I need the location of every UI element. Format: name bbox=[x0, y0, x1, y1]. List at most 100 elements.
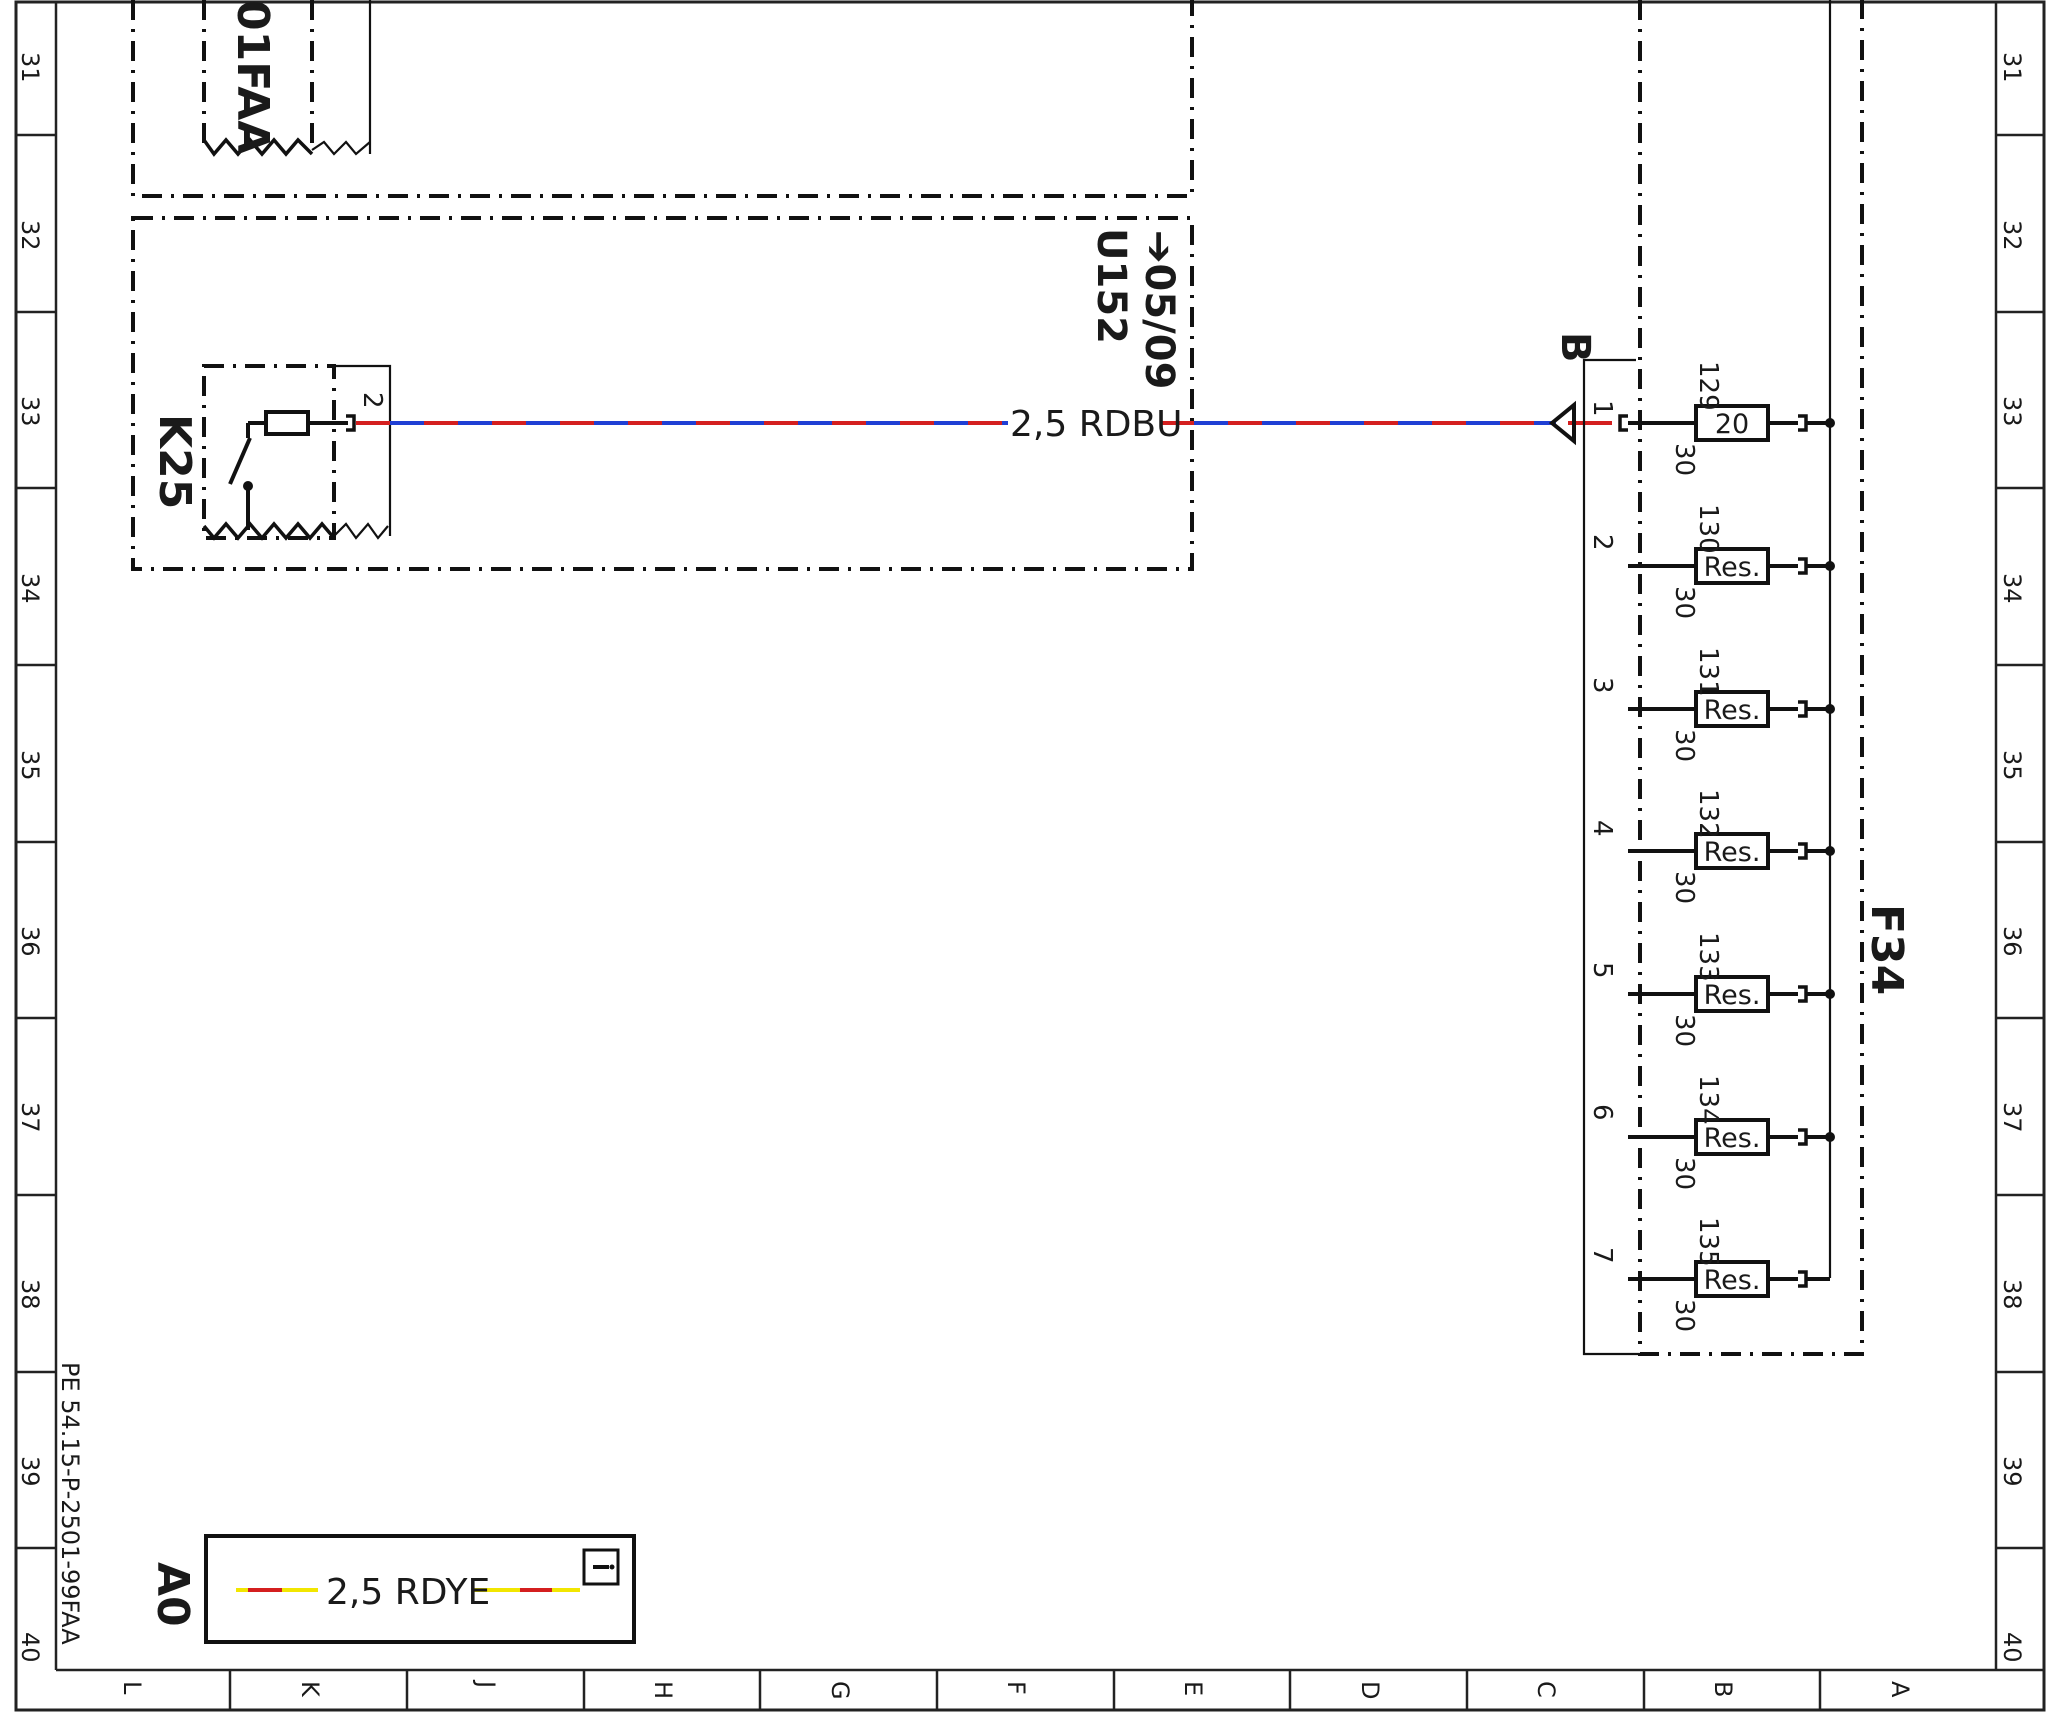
row-label-right: 34 bbox=[1998, 573, 2026, 604]
connector-b: B 1 2 3 4 5 6 7 bbox=[1548, 332, 1640, 1356]
connector-pin-label: 7 bbox=[1587, 1247, 1617, 1264]
fuse-terminal-label: 30 bbox=[1669, 871, 1699, 904]
fuse-number: 129 bbox=[1693, 361, 1723, 411]
fuse-terminal-label: 30 bbox=[1669, 729, 1699, 762]
row-label-left: 36 bbox=[16, 926, 44, 957]
wire-rdbu: 2,5 RDBU bbox=[356, 404, 1612, 445]
column-label: J bbox=[472, 1679, 500, 1688]
row-label-right: 37 bbox=[1998, 1102, 2026, 1133]
legend-wire-label: 2,5 RDYE bbox=[326, 1572, 490, 1613]
fuse-terminal-label: 30 bbox=[1669, 443, 1699, 476]
document-id: PE 54.15-P-2501-99FAA bbox=[56, 1362, 84, 1645]
info-icon-dot bbox=[609, 1564, 615, 1570]
fuse-value: 20 bbox=[1715, 409, 1749, 440]
upper-partial-component: 01FAA bbox=[131, 0, 1194, 198]
fuse-terminal bbox=[1798, 1128, 1808, 1146]
fuse-terminal-label: 30 bbox=[1669, 1157, 1699, 1190]
column-label: C bbox=[1532, 1681, 1560, 1698]
fuse-value: Res. bbox=[1704, 1265, 1761, 1296]
connector-pin-label: 5 bbox=[1587, 962, 1617, 979]
bus-junction-dot bbox=[1825, 704, 1835, 714]
fuse-value: Res. bbox=[1704, 980, 1761, 1011]
legend-box bbox=[204, 1534, 636, 1644]
fuse-icon bbox=[1694, 1118, 1770, 1156]
upper-module-outline bbox=[131, 0, 1194, 198]
connector-pin-label: 1 bbox=[1587, 400, 1617, 417]
fuse-number: 133 bbox=[1693, 932, 1723, 982]
relay-k25: 2 K25 bbox=[149, 364, 392, 541]
connector-pin-label: 2 bbox=[1587, 534, 1617, 551]
relay-pin-terminal bbox=[346, 414, 356, 432]
relay-switch-contact-icon bbox=[228, 437, 252, 485]
fuse-block-id: F34 bbox=[1861, 904, 1912, 995]
connector-pin-label: 4 bbox=[1587, 820, 1617, 837]
sheet-frame bbox=[14, 0, 2046, 1712]
row-label-left: 37 bbox=[16, 1102, 44, 1133]
fuse-number: 130 bbox=[1693, 504, 1723, 554]
fuse-value: Res. bbox=[1704, 695, 1761, 726]
bus-junction-dot bbox=[1825, 989, 1835, 999]
upper-break-zigzag-thin bbox=[311, 140, 371, 156]
fuse-icon bbox=[1694, 690, 1770, 728]
column-label: H bbox=[649, 1681, 677, 1699]
column-label: A bbox=[1886, 1681, 1914, 1698]
row-label-left: 40 bbox=[16, 1632, 44, 1663]
row-label-right: 32 bbox=[1998, 220, 2026, 251]
relay-break-zigzag-thin bbox=[333, 522, 389, 540]
legend-a0: 2,5 RDYE A0 bbox=[147, 1534, 636, 1644]
fuse-value: Res. bbox=[1704, 552, 1761, 583]
relay-k25-outline bbox=[202, 364, 336, 540]
fuse-row: Res.133 30 bbox=[1628, 932, 1835, 1047]
fuse-terminal bbox=[1798, 842, 1808, 860]
fuse-terminal bbox=[1798, 557, 1808, 575]
row-label-left: 32 bbox=[16, 220, 44, 251]
bus-junction-dot bbox=[1825, 846, 1835, 856]
upper-component-label: 01FAA bbox=[227, 0, 278, 154]
row-label-left: 34 bbox=[16, 573, 44, 604]
row-label-left: 38 bbox=[16, 1279, 44, 1310]
fuse-terminal bbox=[1798, 1270, 1808, 1288]
row-label-right: 40 bbox=[1998, 1632, 2026, 1663]
relay-coil-icon bbox=[264, 410, 310, 436]
module-component-label: U152 bbox=[1088, 228, 1134, 344]
module-u152-outline bbox=[131, 216, 1194, 571]
fuse-terminal bbox=[1798, 414, 1808, 432]
row-label-right: 35 bbox=[1998, 750, 2026, 781]
column-label: E bbox=[1179, 1681, 1207, 1696]
bus-junction-dot bbox=[1825, 561, 1835, 571]
fuse-block-outline bbox=[1638, 0, 1864, 1356]
connector-pin-label: 3 bbox=[1587, 677, 1617, 694]
row-label-right: 36 bbox=[1998, 926, 2026, 957]
fuse-terminal-label: 30 bbox=[1669, 1014, 1699, 1047]
fuse-value: Res. bbox=[1704, 1123, 1761, 1154]
row-label-left: 31 bbox=[16, 52, 44, 83]
column-label: K bbox=[296, 1681, 324, 1698]
fuse-number: 132 bbox=[1693, 789, 1723, 839]
bus-junction-dot bbox=[1825, 1132, 1835, 1142]
connector-pin-label: 6 bbox=[1587, 1104, 1617, 1121]
relay-bracket bbox=[334, 364, 392, 536]
column-label: L bbox=[118, 1681, 146, 1695]
column-label: G bbox=[826, 1681, 854, 1700]
row-ruler-ticks bbox=[16, 133, 2044, 1550]
row-label-left: 39 bbox=[16, 1456, 44, 1487]
cross-reference-label: ➔05/09 bbox=[1136, 230, 1182, 389]
wire-rdbu-label: 2,5 RDBU bbox=[1010, 404, 1182, 445]
fuse-icon bbox=[1694, 1260, 1770, 1298]
column-ruler-labels: L K J H G F E D C B A bbox=[118, 1679, 1914, 1700]
column-label: F bbox=[1002, 1681, 1030, 1695]
connector-id-label: B bbox=[1552, 332, 1598, 363]
row-label-right: 38 bbox=[1998, 1279, 2026, 1310]
info-icon bbox=[582, 1548, 620, 1586]
fuse-terminal-label: 30 bbox=[1669, 1299, 1699, 1332]
connector-pin-terminal bbox=[1618, 414, 1628, 432]
fuse-number: 131 bbox=[1693, 647, 1723, 697]
fuse-row: Res.131 30 bbox=[1628, 647, 1835, 762]
module-u152: ➔05/09 U152 bbox=[131, 216, 1194, 571]
column-label: B bbox=[1709, 1681, 1737, 1697]
